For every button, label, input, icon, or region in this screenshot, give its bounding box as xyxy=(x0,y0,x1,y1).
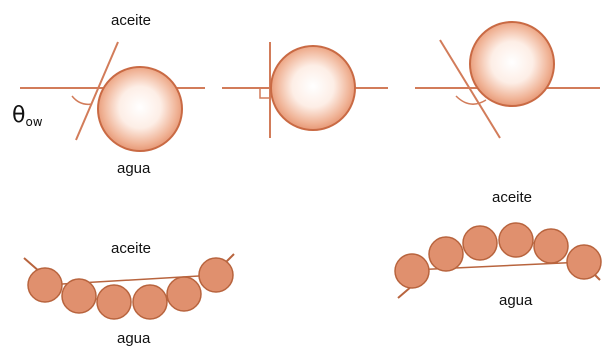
right-angle-marker xyxy=(260,88,270,98)
oil-label-top: aceite xyxy=(111,12,151,29)
bead xyxy=(395,254,429,288)
particle xyxy=(470,22,554,106)
particle xyxy=(98,67,182,151)
bead xyxy=(199,258,233,292)
water-label-top: agua xyxy=(117,160,150,177)
bead-chain-right xyxy=(395,223,601,298)
bead xyxy=(534,229,568,263)
theta-symbol: θ xyxy=(12,103,25,128)
particle-panel-acute xyxy=(20,42,205,151)
contact-angle-arc xyxy=(456,96,486,104)
theta-subscript: ow xyxy=(25,115,42,129)
bead xyxy=(167,277,201,311)
bead-chain-left xyxy=(24,254,234,319)
oil-label-bottom-right: aceite xyxy=(492,189,532,206)
water-label-bottom-left: agua xyxy=(117,330,150,347)
bead xyxy=(499,223,533,257)
bead xyxy=(133,285,167,319)
bead xyxy=(62,279,96,313)
bead xyxy=(97,285,131,319)
bead xyxy=(463,226,497,260)
contact-angle-label: θow xyxy=(12,103,43,129)
oil-label-bottom-left: aceite xyxy=(111,240,151,257)
contact-angle-arc xyxy=(72,96,92,104)
particle-panel-right-angle xyxy=(222,42,388,138)
particle-panel-obtuse xyxy=(415,22,600,138)
bead xyxy=(429,237,463,271)
bead xyxy=(567,245,601,279)
water-label-bottom-right: agua xyxy=(499,292,532,309)
bead xyxy=(28,268,62,302)
particle xyxy=(271,46,355,130)
